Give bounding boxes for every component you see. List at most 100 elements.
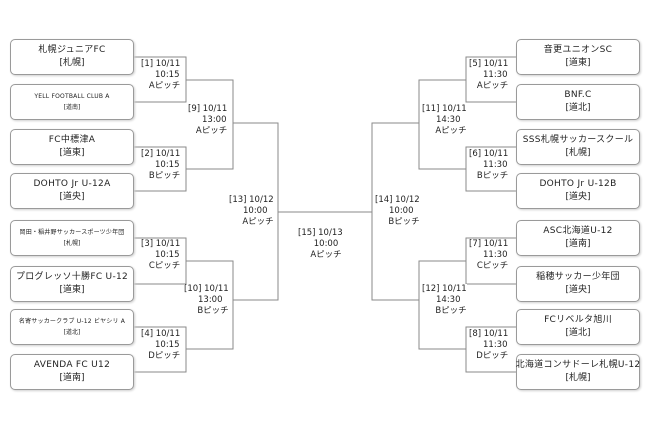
match-pitch: Aピッチ	[476, 81, 509, 91]
team-card-12: DOHTO Jr U-12B [道央]	[516, 173, 640, 209]
match-pitch: Aピッチ	[242, 217, 274, 227]
match-time: 10:00	[243, 206, 268, 216]
team-name: FCリベルタ旭川	[544, 315, 612, 325]
match-date: [14] 10/12	[375, 195, 420, 205]
team-card-10: BNF.C [道北]	[516, 84, 640, 120]
match-date: [10] 10/11	[184, 284, 229, 294]
match-pitch: Bピッチ	[476, 171, 509, 181]
match-date: [7] 10/11	[469, 239, 509, 249]
team-region: [札幌]	[59, 58, 85, 68]
team-name: AVENDA FC U12	[33, 360, 111, 370]
team-name: 稲穂サッカー少年団	[536, 272, 620, 282]
match-date: [9] 10/11	[188, 104, 228, 114]
match-time: 10:00	[313, 239, 339, 249]
team-region: [札幌]	[565, 148, 591, 158]
match-date: [4] 10/11	[141, 329, 181, 339]
match-label-12: [12] 10/11 14:30 Bピッチ	[422, 284, 467, 317]
match-pitch: Bピッチ	[197, 306, 229, 316]
team-region: [札幌]	[565, 373, 591, 383]
team-card-9: 音更ユニオンSC [道東]	[516, 39, 640, 75]
match-pitch: Cピッチ	[476, 261, 509, 271]
match-time: 10:15	[155, 160, 180, 170]
match-date: [5] 10/11	[469, 59, 509, 69]
team-card-7: 名寄サッカークラブ U-12 ビヤシリ A [道北]	[10, 309, 134, 345]
match-time: 11:30	[483, 160, 508, 170]
match-time: 11:30	[483, 250, 508, 260]
team-region: [道北]	[63, 329, 81, 336]
team-name: ASC北海道U-12	[543, 226, 613, 236]
team-name: DOHTO Jr U-12B	[539, 179, 617, 189]
team-card-4: DOHTO Jr U-12A [道央]	[10, 173, 134, 209]
match-pitch: Bピッチ	[148, 171, 181, 181]
team-region: [道南]	[63, 104, 81, 111]
team-card-16: 北海道コンサドーレ札幌U-12 [札幌]	[516, 354, 640, 390]
team-name: DOHTO Jr U-12A	[33, 179, 111, 189]
match-time: 14:30	[436, 115, 461, 125]
match-label-15: [15] 10/13 10:00 Aピッチ	[298, 228, 354, 261]
match-date: [15] 10/13	[298, 228, 343, 238]
bracket-line-m12	[418, 260, 466, 350]
match-pitch: Aピッチ	[435, 126, 467, 136]
team-name: BNF.C	[564, 90, 592, 100]
match-label-6: [6] 10/11 11:30 Bピッチ	[469, 149, 509, 182]
team-region: [道南]	[565, 239, 591, 249]
team-card-2: YELL FOOTBALL CLUB A [道南]	[10, 84, 134, 120]
match-label-4: [4] 10/11 10:15 Dピッチ	[141, 329, 181, 362]
team-region: [道北]	[565, 328, 591, 338]
match-pitch: Dピッチ	[148, 351, 181, 361]
match-date: [11] 10/11	[422, 104, 467, 114]
team-card-14: 稲穂サッカー少年団 [道央]	[516, 266, 640, 302]
team-name: プログレッソ十勝FC U-12	[15, 272, 129, 282]
match-pitch: Dピッチ	[476, 351, 509, 361]
match-label-13: [13] 10/12 10:00 Aピッチ	[229, 195, 274, 228]
team-card-15: FCリベルタ旭川 [道北]	[516, 309, 640, 345]
match-label-1: [1] 10/11 10:15 Aピッチ	[141, 59, 181, 92]
team-card-1: 札幌ジュニアFC [札幌]	[10, 39, 134, 75]
match-time: 11:30	[483, 340, 508, 350]
match-pitch: Aピッチ	[195, 126, 228, 136]
match-pitch: Aピッチ	[148, 81, 181, 91]
team-name: 北海道コンサドーレ札幌U-12	[515, 360, 641, 370]
team-region: [道央]	[565, 192, 591, 202]
team-name: FC中標津A	[48, 135, 96, 145]
match-date: [13] 10/12	[229, 195, 274, 205]
team-card-13: ASC北海道U-12 [道南]	[516, 220, 640, 256]
match-date: [1] 10/11	[141, 59, 181, 69]
bracket-line-m10	[186, 260, 234, 350]
bracket-line-m9	[186, 79, 234, 170]
team-card-8: AVENDA FC U12 [道南]	[10, 354, 134, 390]
match-label-10: [10] 10/11 13:00 Bピッチ	[184, 284, 229, 317]
team-card-3: FC中標津A [道東]	[10, 129, 134, 165]
match-label-11: [11] 10/11 14:30 Aピッチ	[422, 104, 467, 137]
team-name: 音更ユニオンSC	[543, 45, 613, 55]
match-pitch: Cピッチ	[148, 261, 181, 271]
match-label-8: [8] 10/11 11:30 Dピッチ	[469, 329, 509, 362]
team-region: [道東]	[59, 148, 85, 158]
match-time: 10:00	[389, 206, 414, 216]
match-label-9: [9] 10/11 13:00 Aピッチ	[188, 104, 228, 137]
match-date: [3] 10/11	[141, 239, 181, 249]
match-label-5: [5] 10/11 11:30 Aピッチ	[469, 59, 509, 92]
team-name: SSS札幌サッカースクール	[522, 135, 634, 145]
team-card-11: SSS札幌サッカースクール [札幌]	[516, 129, 640, 165]
match-label-14: [14] 10/12 10:00 Bピッチ	[375, 195, 420, 228]
team-region: [道南]	[59, 373, 85, 383]
team-name: 岡田・稲井野サッカースポーツ少年団	[19, 229, 125, 236]
team-name: 名寄サッカークラブ U-12 ビヤシリ A	[18, 318, 126, 325]
match-date: [8] 10/11	[469, 329, 509, 339]
team-region: [道東]	[59, 285, 85, 295]
match-time: 14:30	[436, 295, 461, 305]
team-card-5: 岡田・稲井野サッカースポーツ少年団 [札幌]	[10, 220, 134, 256]
match-pitch: Aピッチ	[310, 250, 342, 260]
match-time: 10:15	[155, 70, 180, 80]
match-time: 13:00	[202, 115, 227, 125]
bracket-line-m11	[418, 79, 466, 170]
match-time: 10:15	[155, 250, 180, 260]
match-label-2: [2] 10/11 10:15 Bピッチ	[141, 149, 181, 182]
team-region: [札幌]	[63, 240, 81, 247]
match-label-7: [7] 10/11 11:30 Cピッチ	[469, 239, 509, 272]
match-pitch: Bピッチ	[388, 217, 420, 227]
match-time: 13:00	[198, 295, 223, 305]
team-region: [道東]	[565, 58, 591, 68]
